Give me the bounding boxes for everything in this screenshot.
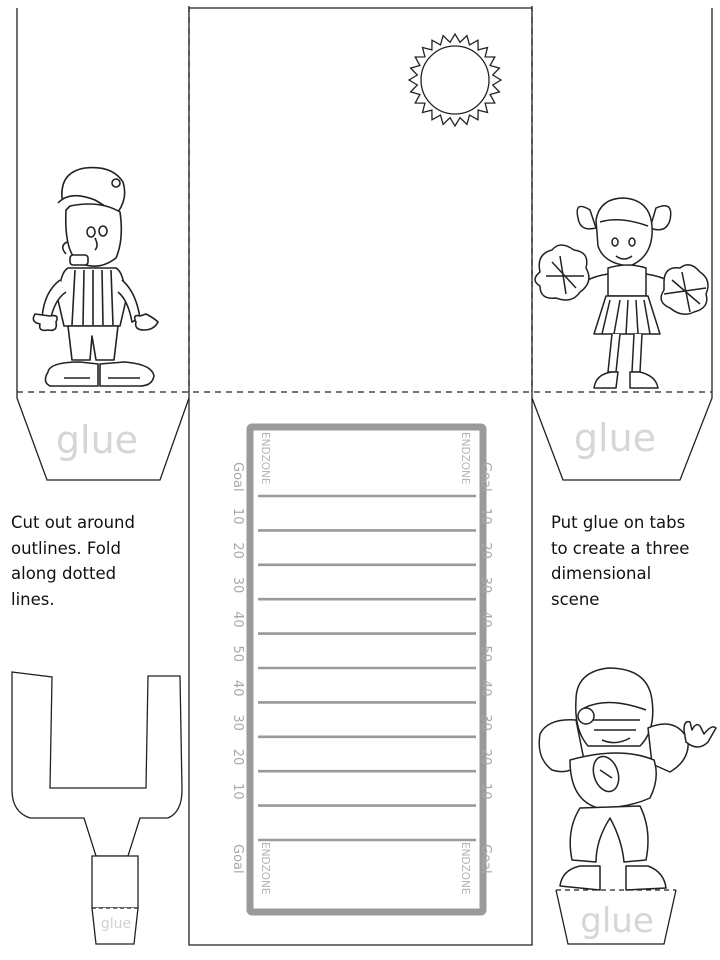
football-player-drawing xyxy=(538,667,717,891)
glue-label-goalpost: glue xyxy=(101,916,131,932)
yard-label-left: 50 xyxy=(230,646,245,663)
sun-drawing xyxy=(407,32,503,128)
cut-outlines xyxy=(16,7,713,946)
glue-label-right: glue xyxy=(574,416,656,460)
yard-label-right: 30 xyxy=(478,714,493,731)
yard-label-left: 40 xyxy=(230,611,245,628)
endzone-label-bottom-left: ENDZONE xyxy=(259,842,271,895)
instructions-right: Put glue on tabs to create a three dimen… xyxy=(551,513,690,609)
glue-label-player: glue xyxy=(580,901,654,941)
yard-label-right: 10 xyxy=(478,783,493,800)
goalpost-drawing xyxy=(11,671,183,945)
sun-disc xyxy=(420,45,490,115)
yard-label-right: 10 xyxy=(478,508,493,525)
yard-label-right: 20 xyxy=(478,749,493,766)
goal-label-bottom-right: Goal xyxy=(478,844,493,874)
yard-lines xyxy=(258,494,476,842)
player-glue-tab xyxy=(555,889,677,945)
yard-label-right: 40 xyxy=(478,611,493,628)
yard-label-left: 20 xyxy=(230,749,245,766)
cheerleader-drawing xyxy=(534,197,709,389)
yard-label-left: 10 xyxy=(230,508,245,525)
yard-label-left: 30 xyxy=(230,577,245,594)
goal-label-top-left: Goal xyxy=(230,462,245,492)
instructions-left: Cut out around outlines. Fold along dott… xyxy=(11,513,135,609)
yard-label-right: 30 xyxy=(478,577,493,594)
endzone-label-top-right: ENDZONE xyxy=(459,432,471,485)
yard-label-left: 40 xyxy=(230,680,245,697)
yard-label-right: 50 xyxy=(478,646,493,663)
field-outer-border xyxy=(246,423,487,916)
yard-label-right: 20 xyxy=(478,542,493,559)
glue-label-left: glue xyxy=(56,418,138,462)
yard-labels: 10 10 20 20 30 30 40 40 50 50 40 40 30 30 20 20 10 10 xyxy=(230,508,493,800)
endzone-label-bottom-right: ENDZONE xyxy=(459,842,471,895)
yard-label-left: 20 xyxy=(230,542,245,559)
endzone-label-top-left: ENDZONE xyxy=(259,432,271,485)
referee-drawing xyxy=(32,166,159,387)
goal-label-top-right: Goal xyxy=(478,462,493,492)
yard-label-right: 40 xyxy=(478,680,493,697)
fold-lines xyxy=(17,6,712,393)
football-field: ENDZONE ENDZONE ENDZONE ENDZONE Goal Goa… xyxy=(230,423,493,916)
yard-label-left: 30 xyxy=(230,714,245,731)
goal-label-bottom-left: Goal xyxy=(230,844,245,874)
yard-label-left: 10 xyxy=(230,783,245,800)
